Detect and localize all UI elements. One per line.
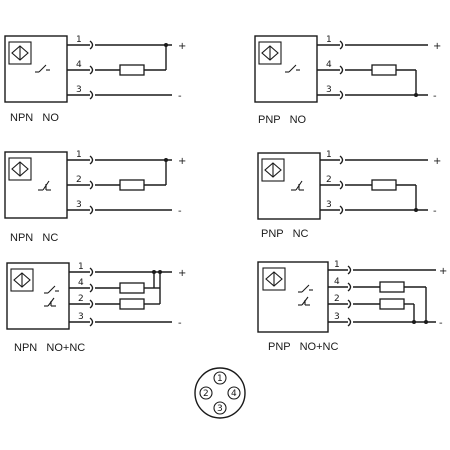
pin-label: 4 bbox=[78, 278, 84, 288]
connector-pinout-icon: 1 2 3 4 bbox=[194, 367, 246, 419]
positive-terminal: + bbox=[439, 266, 447, 277]
connector-pin-label: 2 bbox=[203, 389, 209, 399]
pin-label: 3 bbox=[334, 312, 340, 322]
connector-pin-label: 4 bbox=[231, 389, 237, 399]
nc-switch-icon bbox=[298, 296, 310, 306]
sensor-symbol-icon bbox=[258, 41, 282, 65]
pin-label: 4 bbox=[326, 60, 332, 70]
connector-face bbox=[194, 367, 246, 419]
load-resistor bbox=[119, 179, 145, 191]
sensor-body bbox=[257, 152, 321, 220]
sensor-body bbox=[257, 261, 329, 333]
connector-pin-label: 1 bbox=[217, 374, 223, 384]
diagram-pnp-no: 1 4 3 + - PNP NO bbox=[254, 35, 441, 126]
pin-label: 1 bbox=[326, 35, 332, 45]
positive-terminal: + bbox=[178, 41, 186, 52]
pin-label: 4 bbox=[334, 277, 340, 287]
pin-label: 3 bbox=[76, 85, 82, 95]
negative-terminal: - bbox=[433, 91, 437, 102]
pin-label: 3 bbox=[78, 312, 84, 322]
pin-label: 2 bbox=[78, 294, 84, 304]
connector-pin-label: 3 bbox=[217, 404, 223, 414]
negative-terminal: - bbox=[178, 318, 182, 329]
diagram-pnp-nc: 1 2 3 + - PNP NC bbox=[257, 150, 441, 240]
pin-label: 4 bbox=[76, 60, 82, 70]
positive-terminal: + bbox=[178, 268, 186, 279]
connector-pin bbox=[213, 371, 227, 385]
pin-label: 3 bbox=[326, 85, 332, 95]
sensor-body bbox=[4, 35, 68, 103]
sensor-symbol-icon bbox=[8, 157, 32, 181]
connector-pin bbox=[199, 386, 213, 400]
connector-pin bbox=[227, 386, 241, 400]
diagram-npn-no-nc: 1 4 2 3 + - NPN NO+NC bbox=[6, 262, 186, 354]
load-resistor bbox=[371, 179, 397, 191]
sensor-symbol-icon bbox=[10, 268, 34, 292]
load-resistor bbox=[119, 64, 145, 76]
pin-label: 2 bbox=[76, 175, 82, 185]
diagram-caption: NPN NO bbox=[10, 112, 59, 124]
diagram-caption: PNP NO+NC bbox=[268, 341, 338, 353]
pin-label: 1 bbox=[76, 150, 82, 160]
negative-terminal: - bbox=[178, 206, 182, 217]
positive-terminal: + bbox=[433, 41, 441, 52]
sensor-symbol-icon bbox=[261, 158, 285, 182]
diagram-npn-no: 1 4 3 + - NPN NO bbox=[4, 35, 186, 124]
pin-label: 1 bbox=[78, 262, 84, 272]
sensor-symbol-icon bbox=[262, 267, 286, 291]
diagram-caption: NPN NC bbox=[10, 232, 58, 244]
diagram-npn-nc: 1 2 3 + - NPN NC bbox=[4, 150, 186, 244]
load-resistor-nc bbox=[119, 298, 145, 310]
diagram-caption: NPN NO+NC bbox=[14, 342, 85, 354]
sensor-body bbox=[4, 151, 68, 219]
nc-switch-icon bbox=[38, 180, 51, 191]
diagram-caption: PNP NC bbox=[261, 228, 309, 240]
positive-terminal: + bbox=[178, 156, 186, 167]
pin-label: 1 bbox=[326, 150, 332, 160]
pin-label: 3 bbox=[76, 200, 82, 210]
positive-terminal: + bbox=[433, 156, 441, 167]
connector-pin bbox=[213, 401, 227, 415]
no-switch-icon bbox=[285, 64, 300, 73]
diagram-pnp-no-nc: 1 4 2 3 + - PNP NO+NC bbox=[257, 260, 447, 353]
diagram-caption: PNP NO bbox=[258, 114, 307, 126]
load-resistor-nc bbox=[379, 298, 405, 310]
sensor-body bbox=[254, 35, 318, 103]
negative-terminal: - bbox=[178, 91, 182, 102]
load-resistor-no bbox=[379, 281, 405, 293]
no-switch-icon bbox=[44, 285, 59, 294]
pin-label: 2 bbox=[326, 175, 332, 185]
pin-label: 1 bbox=[334, 260, 340, 270]
nc-switch-icon bbox=[291, 180, 304, 191]
negative-terminal: - bbox=[433, 206, 437, 217]
no-switch-icon bbox=[35, 64, 50, 73]
sensor-body bbox=[6, 262, 70, 330]
negative-terminal: - bbox=[439, 318, 443, 329]
pin-label: 1 bbox=[76, 35, 82, 45]
pin-label: 2 bbox=[334, 294, 340, 304]
load-resistor bbox=[371, 64, 397, 76]
pin-label: 3 bbox=[326, 200, 332, 210]
sensor-symbol-icon bbox=[8, 41, 32, 65]
load-resistor-no bbox=[119, 282, 145, 294]
nc-switch-icon bbox=[44, 297, 56, 307]
no-switch-icon bbox=[298, 284, 313, 293]
